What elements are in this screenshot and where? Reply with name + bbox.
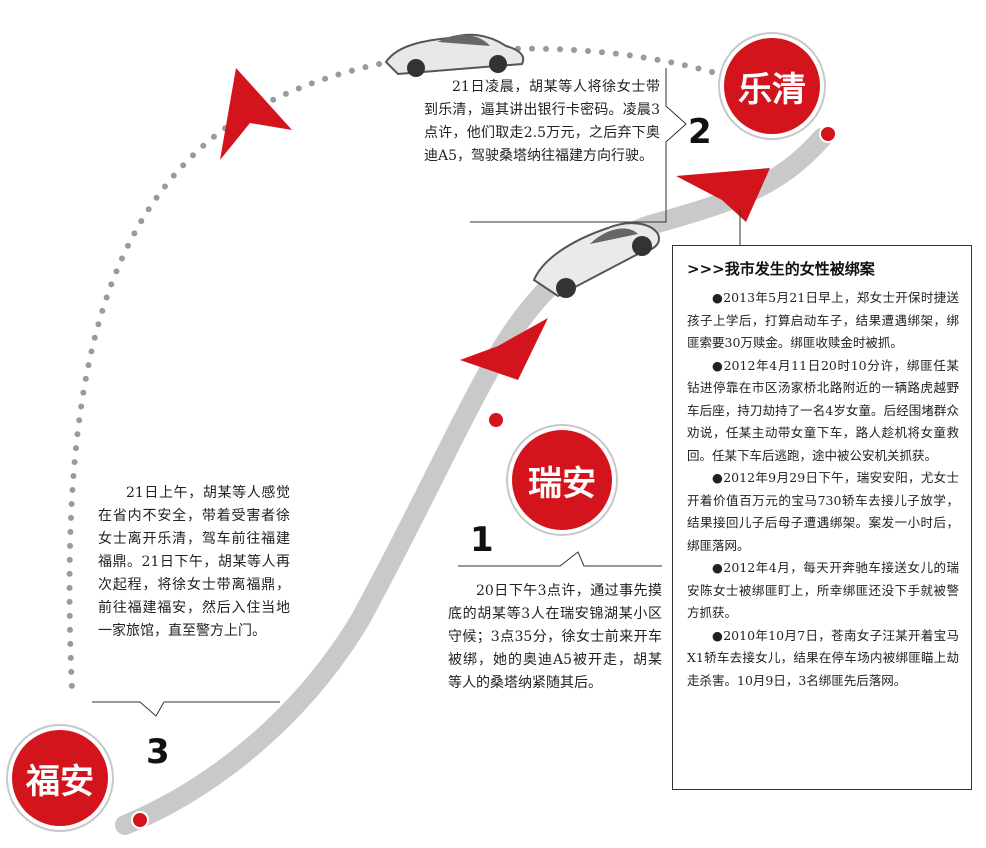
dotted-route-path [66,45,715,693]
dot-ruian [487,411,505,429]
arrow-to-leqing [676,168,770,222]
related-cases-title: >>>我市发生的女性被绑案 [687,260,875,278]
step-number-1: 1 [470,520,494,560]
dot-fuan [131,811,149,829]
city-badge-leqing: 乐清 [724,38,820,134]
note-step2-text: 21日凌晨，胡某等人将徐女士带到乐清，逼其讲出银行卡密码。凌晨3点许，他们取走2… [424,79,660,164]
case-item: ●2012年4月11日20时10分许，绑匪任某钻进停靠在市区汤家桥北路附近的一辆… [687,357,959,463]
road-route-path [115,128,832,835]
note-step1-text: 20日下午3点许，通过事先摸底的胡某等3人在瑞安锦湖某小区守候；3点35分，徐女… [448,583,662,691]
case-item: ●2013年5月21日早上，郑女士开保时捷送孩子上学后，打算启动车子，结果遭遇绑… [687,290,959,350]
step-number-3: 3 [146,732,170,772]
city-badge-fuan: 福安 [12,730,108,826]
step-number-2: 2 [688,112,712,152]
callout-step3 [92,701,280,717]
car-icon-middle [532,222,660,298]
note-step3-text: 21日上午，胡某等人感觉在省内不安全，带着受害者徐女士离开乐清，驾车前往福建福鼎… [98,485,290,639]
dot-leqing [819,125,837,143]
arrow-to-fuan [220,68,292,160]
case-item: ●2012年9月29日下午，瑞安安阳，尤女士开着价值百万元的宝马730轿车去接儿… [687,470,959,553]
case-item: ●2010年10月7日，苍南女子汪某开着宝马X1轿车去接女儿，结果在停车场内被绑… [687,627,959,688]
callout-step2 [470,68,687,223]
related-cases-box: >>>我市发生的女性被绑案 ●2013年5月21日早上，郑女士开保时捷送孩子上学… [672,245,972,790]
note-step2: 21日凌晨，胡某等人将徐女士带到乐清，逼其讲出银行卡密码。凌晨3点许，他们取走2… [424,76,660,168]
case-item: ●2012年4月，每天开奔驰车接送女儿的瑞安陈女士被绑匪盯上，所幸绑匪还没下手就… [687,560,959,620]
arrow-from-ruian [460,318,548,380]
note-step1: 20日下午3点许，通过事先摸底的胡某等3人在瑞安锦湖某小区守候；3点35分，徐女… [448,580,662,695]
car-icon-top [384,33,525,77]
city-badge-ruian: 瑞安 [512,430,612,530]
note-step3: 21日上午，胡某等人感觉在省内不安全，带着受害者徐女士离开乐清，驾车前往福建福鼎… [98,482,290,643]
callout-step1 [458,551,662,567]
